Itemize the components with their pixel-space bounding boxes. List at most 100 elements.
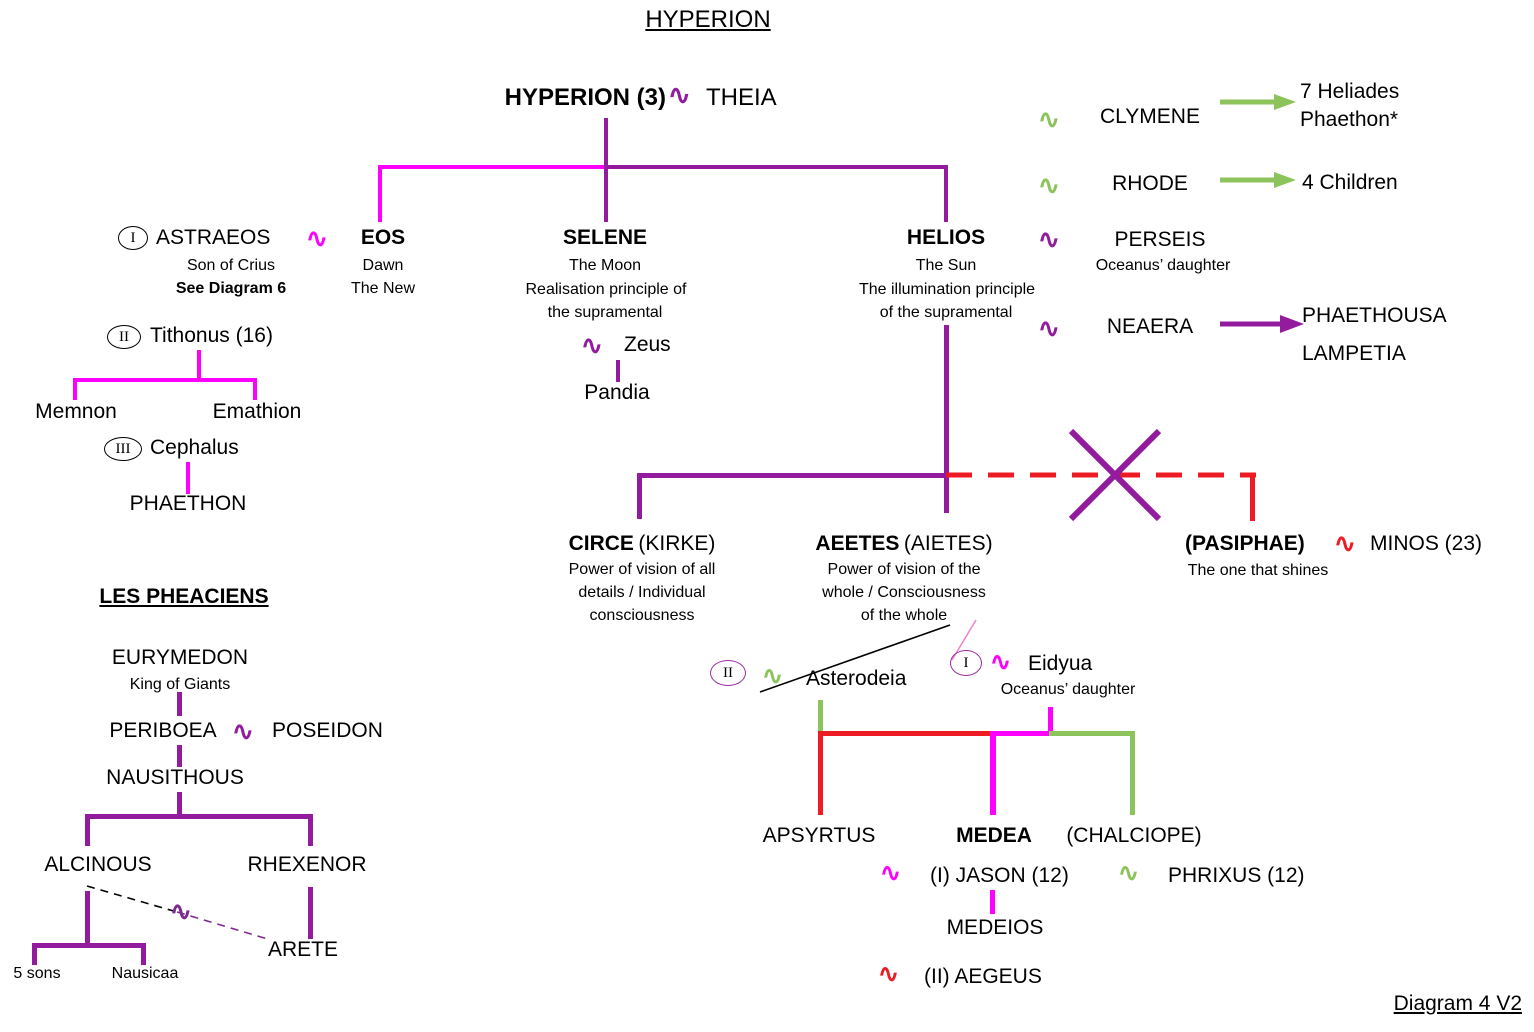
circe-line2: details / Individual bbox=[578, 584, 706, 601]
pheaciens-heading: LES PHEACIENS bbox=[99, 585, 269, 608]
connector-drop-pasiphae bbox=[1250, 473, 1255, 521]
connector-drop-eos bbox=[378, 165, 382, 222]
clymene-offspring-line1: 7 Heliades bbox=[1300, 80, 1400, 103]
helios-line2: The illumination principle bbox=[858, 281, 1036, 298]
circe-name: CIRCE bbox=[568, 532, 634, 555]
medea-label: MEDEA bbox=[956, 824, 1032, 847]
connector-pasiphae-dashed bbox=[946, 472, 1256, 478]
connector-tithonus-stem bbox=[197, 350, 201, 382]
eos-line2: The New bbox=[350, 280, 416, 297]
aeetes-heading: AEETES (AIETES) bbox=[794, 532, 1014, 557]
connector-asterodeia-diagonal bbox=[759, 624, 951, 693]
connector-rhexenor-stem bbox=[308, 887, 313, 939]
astraeos-note2: See Diagram 6 bbox=[175, 280, 287, 297]
clymene-tilde-icon: ∿ bbox=[1038, 104, 1060, 134]
eidyua-tilde-icon: ∿ bbox=[990, 648, 1011, 676]
circe-alt: (KIRKE) bbox=[638, 532, 716, 555]
connector-drop-rhexenor bbox=[308, 814, 313, 846]
selene-line1: The Moon bbox=[568, 257, 642, 274]
asterodeia-tilde-icon: ∿ bbox=[762, 662, 783, 690]
alcinous-label: ALCINOUS bbox=[44, 853, 152, 876]
connector-hyperion-stem bbox=[604, 118, 608, 168]
jason-label: (I) JASON (12) bbox=[930, 864, 1069, 887]
connector-drop-chalciope bbox=[1130, 731, 1135, 815]
medeios-label: MEDEIOS bbox=[946, 916, 1044, 939]
eidyua-roman-ellipse: I bbox=[950, 650, 982, 676]
connector-helios-stem bbox=[944, 325, 949, 513]
connector-drop-memnon bbox=[73, 378, 77, 400]
hyperion-union-label: HYPERION (3) bbox=[504, 84, 666, 111]
connector-cephalus-stem bbox=[186, 462, 190, 494]
nausicaa-label: Nausicaa bbox=[111, 965, 179, 982]
rhode-tilde-icon: ∿ bbox=[1038, 170, 1060, 200]
chalciope-label: (CHALCIOPE) bbox=[1066, 824, 1202, 847]
theia-label: THEIA bbox=[706, 84, 777, 111]
arete-label: ARETE bbox=[268, 938, 339, 961]
connector-aeetes-bar-magenta bbox=[991, 731, 1051, 736]
tithonus-label: Tithonus (16) bbox=[150, 324, 273, 347]
circe-line3: consciousness bbox=[589, 607, 695, 624]
connector-medeios-stem bbox=[990, 890, 995, 914]
astraeos-label: ASTRAEOS bbox=[156, 226, 271, 249]
periboea-label: PERIBOEA bbox=[109, 719, 217, 742]
tithonus-roman-ellipse: II bbox=[107, 325, 141, 349]
connector-periboea-stem bbox=[177, 745, 182, 767]
connector-helios-children-bar bbox=[637, 473, 949, 478]
neaera-tilde-icon: ∿ bbox=[1038, 313, 1060, 343]
phrixus-label: PHRIXUS (12) bbox=[1168, 864, 1305, 887]
connector-alcinous-stem bbox=[85, 891, 90, 947]
connector-drop-apsyrtus bbox=[818, 731, 823, 815]
pasiphae-minos-tilde-icon: ∿ bbox=[1334, 528, 1356, 558]
aegeus-label: (II) AEGEUS bbox=[924, 965, 1042, 988]
selene-line2: Realisation principle of bbox=[525, 281, 687, 298]
asterodeia-label: Asterodeia bbox=[806, 667, 907, 690]
eos-label: EOS bbox=[360, 226, 406, 249]
chalciope-phrixus-tilde-icon: ∿ bbox=[1118, 859, 1139, 887]
circe-line1: Power of vision of all bbox=[568, 561, 716, 578]
eos-line1: Dawn bbox=[362, 257, 404, 274]
neaera-arrow-icon bbox=[1220, 315, 1304, 333]
periboea-poseidon-tilde-icon: ∿ bbox=[232, 716, 254, 746]
connector-alcinous-arete-dashed bbox=[86, 885, 272, 941]
eidyua-label: Eidyua bbox=[1028, 652, 1093, 675]
aeetes-name: AEETES bbox=[815, 532, 900, 555]
apsyrtus-label: APSYRTUS bbox=[762, 824, 876, 847]
memnon-label: Memnon bbox=[35, 400, 117, 423]
eidyua-note: Oceanus’ daughter bbox=[1000, 681, 1136, 698]
perseis-note: Oceanus’ daughter bbox=[1095, 257, 1231, 274]
asterodeia-roman-ellipse: II bbox=[710, 660, 746, 686]
helios-line3: of the supramental bbox=[879, 304, 1013, 321]
connector-aeetes-bar-red bbox=[818, 731, 993, 736]
medea-jason-tilde-icon: ∿ bbox=[880, 859, 901, 887]
connector-sibling-bar-right bbox=[604, 165, 948, 169]
connector-nausithous-stem bbox=[177, 792, 182, 818]
eurymedon-label: EURYMEDON bbox=[111, 646, 249, 669]
cephalus-label: Cephalus bbox=[150, 436, 239, 459]
connector-drop-medea bbox=[990, 731, 996, 815]
connector-drop-circe bbox=[637, 473, 642, 519]
five-sons-label: 5 sons bbox=[13, 965, 61, 982]
neaera-offspring-line1: PHAETHOUSA bbox=[1302, 304, 1447, 327]
selene-zeus-tilde-icon: ∿ bbox=[581, 330, 603, 360]
connector-pheacien-bar bbox=[85, 814, 313, 819]
nausithous-label: NAUSITHOUS bbox=[106, 766, 244, 789]
zeus-label: Zeus bbox=[624, 333, 671, 356]
pasiphae-label: (PASIPHAE) bbox=[1185, 532, 1305, 555]
phaethon-label: PHAETHON bbox=[129, 492, 247, 515]
connector-drop-emathion bbox=[253, 378, 257, 400]
selene-label: SELENE bbox=[562, 226, 648, 249]
pasiphae-note: The one that shines bbox=[1187, 562, 1329, 579]
diagram-footer: Diagram 4 V2 bbox=[1393, 992, 1522, 1015]
connector-tithonus-bar bbox=[73, 378, 257, 382]
alcinous-arete-tilde-icon: ∿ bbox=[170, 896, 192, 926]
circe-heading: CIRCE (KIRKE) bbox=[540, 532, 744, 557]
consort-neaera-label: NEAERA bbox=[1106, 315, 1194, 338]
connector-drop-alcinous bbox=[85, 814, 90, 846]
crossing-x-icon bbox=[1068, 428, 1162, 522]
rhode-offspring-line1: 4 Children bbox=[1302, 171, 1398, 194]
consort-rhode-label: RHODE bbox=[1112, 172, 1188, 195]
aeetes-line1: Power of vision of the bbox=[827, 561, 981, 578]
helios-label: HELIOS bbox=[906, 226, 986, 249]
astraeos-eos-tilde-icon: ∿ bbox=[306, 223, 328, 253]
connector-eurymedon-stem bbox=[177, 692, 182, 716]
